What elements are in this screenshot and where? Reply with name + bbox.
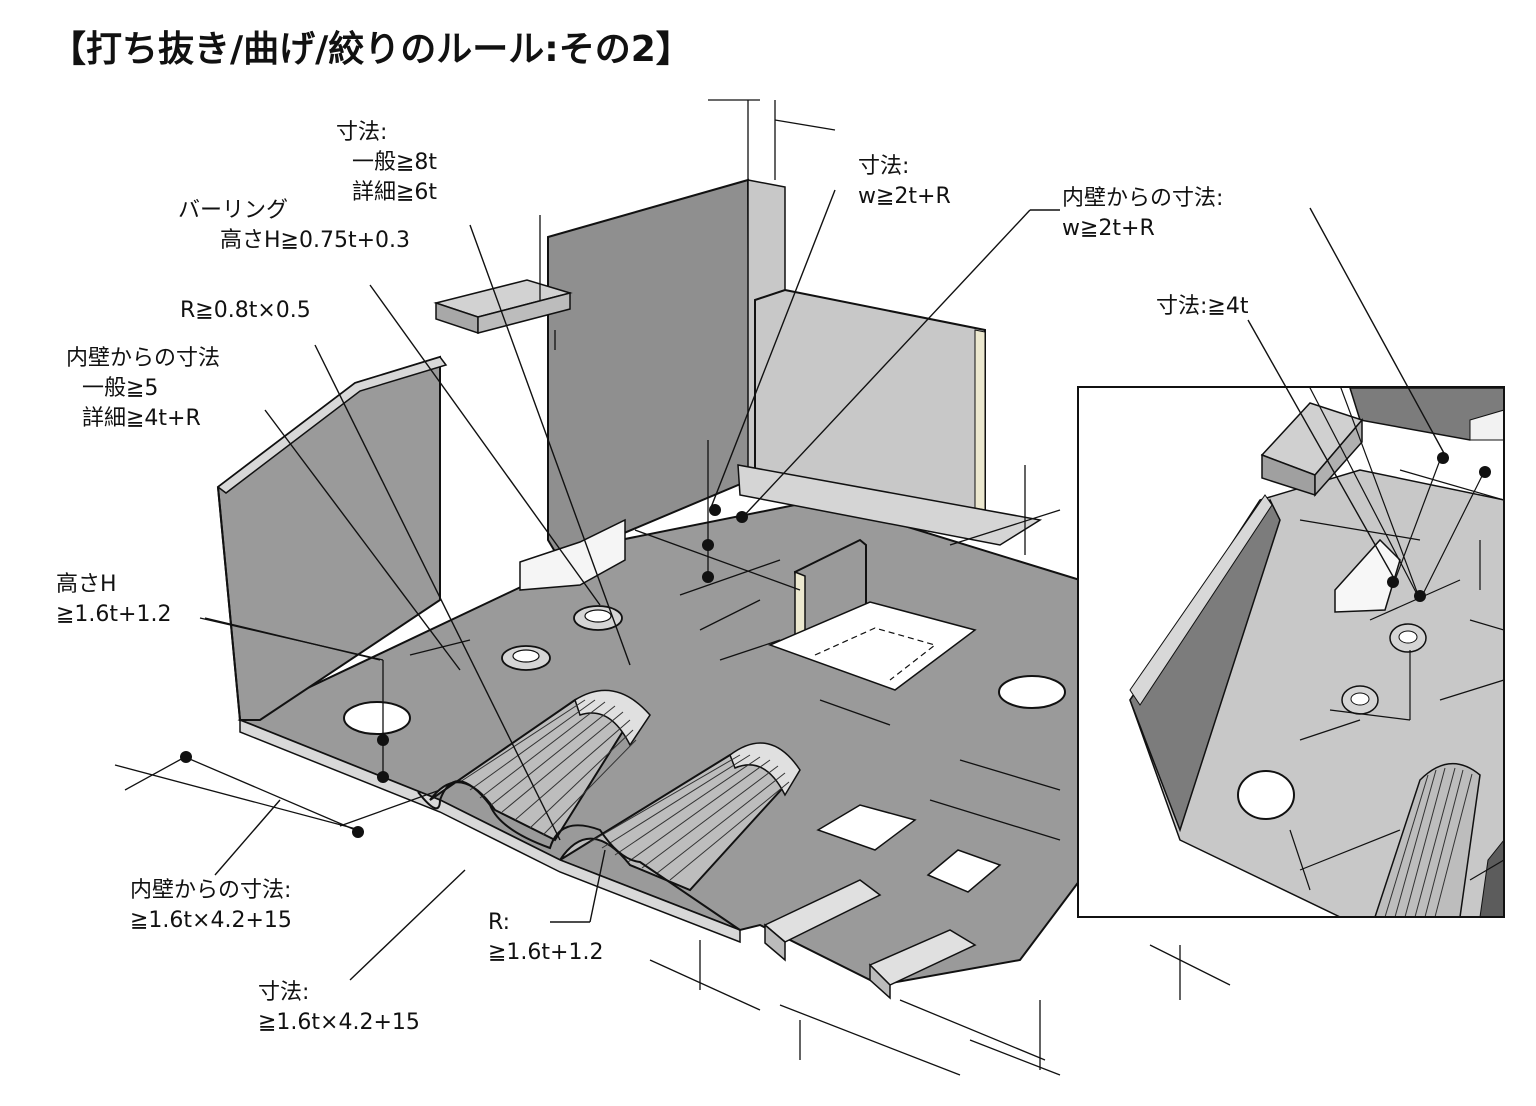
label-line: 詳細≧6t bbox=[352, 180, 438, 205]
label-line: 内壁からの寸法: bbox=[1062, 186, 1224, 211]
label-line: 詳細≧4t+R bbox=[82, 406, 201, 431]
label-line: R≧0.8t×0.5 bbox=[180, 298, 311, 323]
dimension-dots bbox=[180, 504, 748, 838]
left-wall-top-edge bbox=[216, 356, 448, 494]
dimension-lines bbox=[114, 99, 1231, 1076]
bead-2 bbox=[559, 742, 801, 892]
label-line: 寸法:≧4t bbox=[1156, 294, 1249, 319]
inset-view bbox=[1077, 386, 1505, 918]
label-size-bottom: 寸法: ≧1.6t×4.2+15 bbox=[258, 978, 420, 1038]
label-line: ≧1.6t×4.2+15 bbox=[130, 908, 292, 933]
label-line: R: bbox=[488, 910, 511, 935]
label-r-rule: R≧0.8t×0.5 bbox=[180, 296, 311, 326]
tab-window bbox=[767, 601, 977, 691]
hole-left bbox=[343, 701, 411, 735]
label-inner-wall-w: 内壁からの寸法: w≧2t+R bbox=[1062, 184, 1223, 244]
base-plate-edge bbox=[239, 718, 741, 944]
label-height-h: 高さH ≧1.6t+1.2 bbox=[56, 570, 171, 630]
label-line: w≧2t+R bbox=[1062, 216, 1155, 241]
page-title: 【打ち抜き/曲げ/絞りのルール:その2】 bbox=[50, 29, 692, 70]
label-line: ≧1.6t+1.2 bbox=[488, 940, 604, 965]
label-inner-wall-general: 内壁からの寸法 一般≧5 詳細≧4t+R bbox=[66, 344, 220, 434]
back-wall bbox=[547, 178, 752, 562]
label-line: バーリング bbox=[178, 198, 289, 223]
label-line: 高さH bbox=[56, 572, 117, 597]
label-line: 寸法: bbox=[336, 120, 388, 145]
label-size-4t: 寸法:≧4t bbox=[1156, 292, 1248, 322]
label-line: 高さH≧0.75t+0.3 bbox=[220, 228, 411, 253]
label-line: 内壁からの寸法: bbox=[130, 878, 292, 903]
label-line: 寸法: bbox=[858, 154, 910, 179]
label-line: 寸法: bbox=[258, 980, 310, 1005]
bead-profile bbox=[417, 780, 741, 931]
rect-window-2 bbox=[926, 849, 1002, 893]
label-line: w≧2t+R bbox=[858, 184, 951, 209]
label-r-bottom: R: ≧1.6t+1.2 bbox=[488, 908, 603, 968]
hole-right bbox=[998, 675, 1066, 709]
label-line: 一般≧8t bbox=[352, 150, 438, 175]
label-line: ≧1.6t+1.2 bbox=[56, 602, 172, 627]
label-line: 内壁からの寸法 bbox=[66, 346, 221, 371]
label-line: 一般≧5 bbox=[82, 376, 159, 401]
right-back-wall-edge bbox=[974, 329, 986, 511]
label-size-w: 寸法: w≧2t+R bbox=[858, 152, 951, 212]
label-line: ≧1.6t×4.2+15 bbox=[258, 1010, 420, 1035]
leader-lines bbox=[204, 189, 1060, 981]
label-size-general: 寸法: 一般≧8t 詳細≧6t bbox=[336, 118, 437, 208]
rect-window-1 bbox=[816, 804, 917, 851]
label-burring: バーリング 高さH≧0.75t+0.3 bbox=[178, 196, 410, 256]
label-inner-wall-bottom: 内壁からの寸法: ≧1.6t×4.2+15 bbox=[130, 876, 292, 936]
top-tab-side bbox=[477, 292, 571, 334]
white-cutout bbox=[519, 518, 626, 591]
wall-flange bbox=[737, 464, 1043, 546]
